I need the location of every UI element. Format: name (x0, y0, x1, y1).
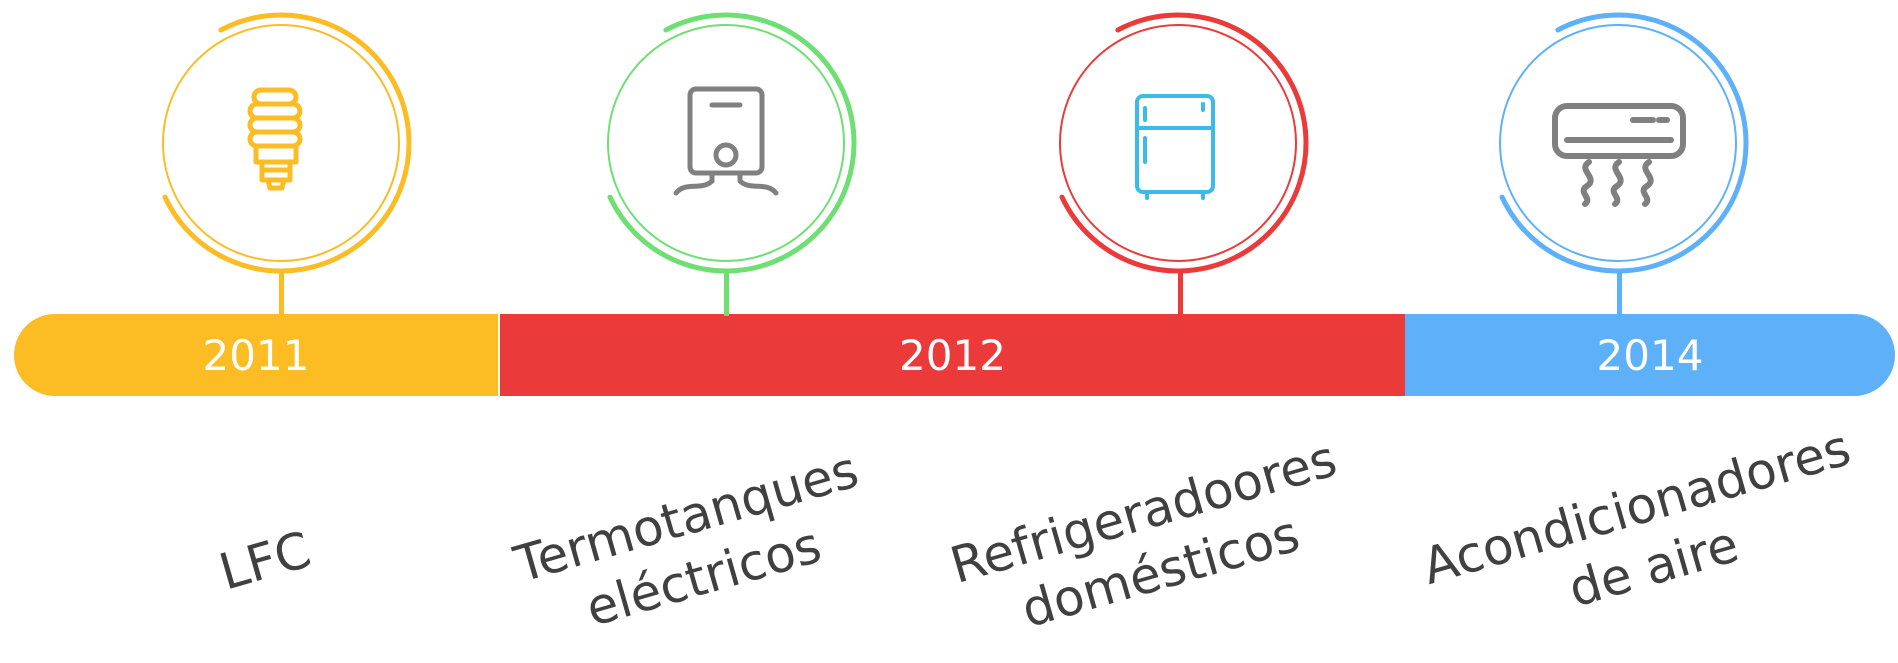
circle-ring (607, 12, 857, 274)
item-label-termotanques: Termotanques eléctricos (495, 435, 894, 659)
refrigerator-icon (1135, 94, 1215, 200)
connector-stem-termotanques (724, 272, 729, 316)
label-line: LFC (213, 520, 317, 602)
item-label-refrigeradores: Refrigeradoores domésticos (923, 422, 1380, 662)
circle-ring (1499, 12, 1749, 274)
item-circle-refrigeradores (1048, 8, 1309, 278)
connector-stem-refrigeradores (1178, 272, 1183, 316)
year-segment-2011: 2011 (14, 314, 498, 396)
year-segment-2012: 2012 (500, 314, 1405, 396)
item-label-lfc: LFC (199, 515, 331, 608)
item-circle-termotanques (596, 8, 857, 278)
light-bulb-icon (247, 87, 303, 191)
circle-ring (1059, 12, 1309, 274)
year-segment-2014: 2014 (1405, 314, 1895, 396)
item-label-acondicionadores: Acondicionadores de aire (1397, 411, 1893, 663)
water-heater-icon (673, 86, 779, 196)
connector-stem-acondicionadores (1617, 272, 1622, 316)
circle-ring (162, 12, 412, 274)
air-conditioner-icon (1552, 103, 1686, 207)
item-circle-lfc (151, 8, 412, 278)
item-circle-acondicionadores (1488, 8, 1749, 278)
connector-stem-lfc (279, 272, 284, 316)
